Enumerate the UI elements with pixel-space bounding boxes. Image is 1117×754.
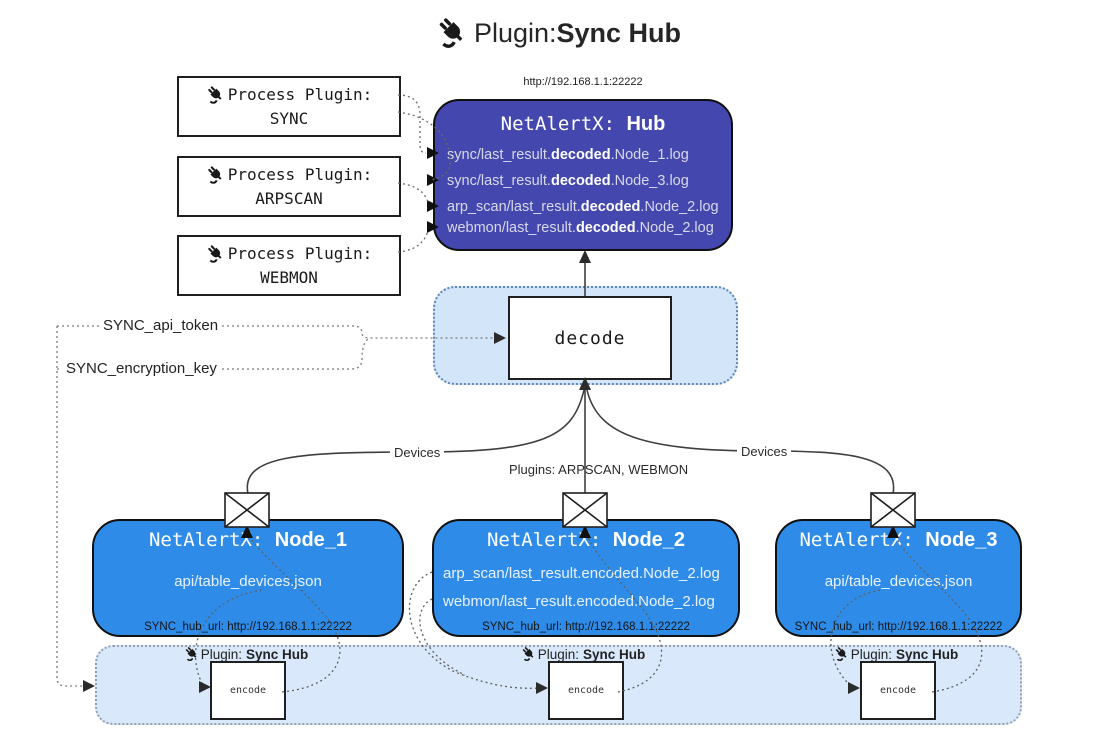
hub-title-prefix: NetAlertX: (500, 113, 627, 135)
hub-title-bold: Hub (626, 113, 666, 135)
plug-icon (205, 84, 225, 104)
node-box-node2: NetAlertX: Node_2 arp_scan/last_result.e… (432, 519, 740, 637)
hub-log-line: webmon/last_result.decoded.Node_2.log (447, 220, 714, 236)
page-title: Plugin: Sync Hub (0, 16, 1117, 50)
edge-sync-hubline1 (397, 94, 427, 154)
decode-box: decode (508, 296, 672, 380)
setting-api-token: SYNC_api_token (99, 317, 223, 334)
node-footer: SYNC_hub_url: http://192.168.1.1:22222 (144, 621, 352, 633)
band-plugin-label: Plugin: Sync Hub (816, 646, 976, 662)
hub-title: NetAlertX: Hub (435, 113, 731, 136)
encode-box: encode (210, 661, 286, 720)
edge-label-plugins: Plugins: ARPSCAN, WEBMON (509, 462, 689, 477)
page-title-prefix: Plugin: (473, 17, 557, 48)
plug-icon (833, 646, 849, 662)
process-plugin-box-sync: Process Plugin: SYNC (177, 76, 401, 137)
node-line: webmon/last_result.encoded.Node_2.log (443, 593, 715, 610)
process-plugin-name: ARPSCAN (255, 188, 323, 208)
node-title: NetAlertX: Node_1 (148, 529, 348, 551)
process-plugin-box-arpscan: Process Plugin: ARPSCAN (177, 156, 401, 217)
setting-encryption-key: SYNC_encryption_key (62, 360, 221, 377)
node-line: api/table_devices.json (824, 573, 973, 590)
encode-box: encode (860, 661, 936, 720)
plug-icon (520, 646, 536, 662)
process-plugin-label: Process Plugin: (227, 164, 373, 184)
arrowhead-into-band (83, 680, 95, 692)
hub-url: http://192.168.1.1:22222 (523, 76, 643, 88)
process-plugin-name: SYNC (269, 108, 309, 128)
process-plugin-label: Process Plugin: (227, 243, 373, 263)
edge-node1-decode (246, 389, 585, 495)
edge-label-devices-left: Devices (390, 444, 445, 461)
edge-webmon-hubline4 (397, 230, 429, 253)
plug-icon (205, 164, 225, 184)
edge-label-devices-right: Devices (737, 443, 792, 460)
band-plugin-label: Plugin: Sync Hub (166, 646, 326, 662)
arrowhead-into-hub (579, 250, 591, 263)
band-plugin-label: Plugin: Sync Hub (503, 646, 663, 662)
process-plugin-name: WEBMON (260, 267, 318, 287)
hub-box: NetAlertX: Hub sync/last_result.decoded.… (433, 99, 733, 251)
page-title-bold: Sync Hub (556, 17, 682, 48)
node-title: NetAlertX: Node_3 (799, 529, 998, 551)
plug-icon (183, 646, 199, 662)
process-plugin-label: Process Plugin: (227, 84, 373, 104)
process-plugin-box-webmon: Process Plugin: WEBMON (177, 235, 401, 296)
encode-box: encode (548, 661, 624, 720)
node-box-node3: NetAlertX: Node_3 api/table_devices.json… (775, 519, 1022, 637)
node-line: api/table_devices.json (174, 573, 322, 590)
node-box-node1: NetAlertX: Node_1 api/table_devices.json… (92, 519, 404, 637)
node-footer: SYNC_hub_url: http://192.168.1.1:22222 (482, 621, 690, 633)
hub-log-line: sync/last_result.decoded.Node_1.log (447, 147, 689, 163)
plug-icon (205, 243, 225, 263)
edge-tokens-band (56, 326, 84, 687)
node-line: arp_scan/last_result.encoded.Node_2.log (443, 565, 720, 582)
node-title: NetAlertX: Node_2 (486, 529, 686, 551)
hub-log-line: sync/last_result.decoded.Node_3.log (447, 173, 689, 189)
node-footer: SYNC_hub_url: http://192.168.1.1:22222 (794, 621, 1003, 633)
edge-arpscan-hubline3 (397, 182, 429, 204)
hub-log-line: arp_scan/last_result.decoded.Node_2.log (447, 199, 719, 215)
edge-node3-decode (586, 389, 895, 495)
plug-icon (435, 16, 468, 48)
